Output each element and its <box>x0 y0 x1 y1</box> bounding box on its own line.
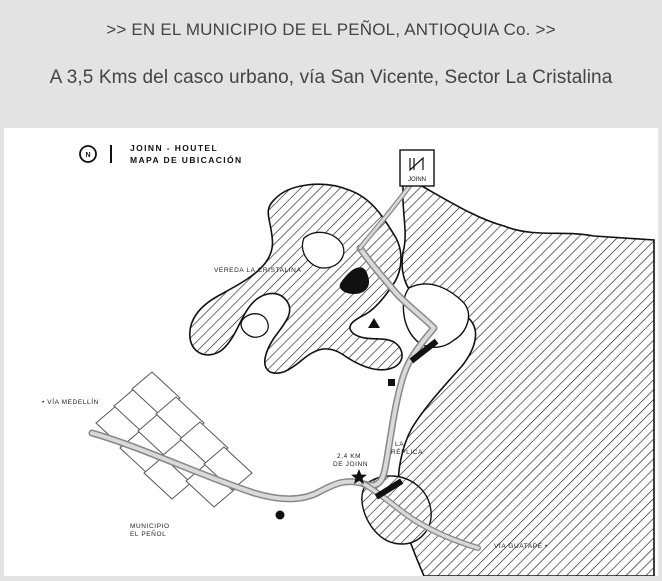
label-via-guatape: VÍA GUATAPÉ • <box>494 541 548 550</box>
bridge-south <box>374 478 404 500</box>
joinn-marker-label: JOINN <box>408 177 426 183</box>
square-marker-icon <box>388 379 395 386</box>
location-map[interactable]: JOINN N JOINN - HOUTEL MAPA DE UBICACIÓN… <box>4 128 658 577</box>
label-la-replica-2: RÉPLICA <box>391 447 423 456</box>
hatched-land-east <box>397 174 655 577</box>
island-1 <box>301 231 345 269</box>
label-municipio-2: EL PEÑOL <box>130 529 166 538</box>
header-banner: >> EN EL MUNICIPIO DE EL PEÑOL, ANTIOQUI… <box>0 0 662 126</box>
label-via-medellin: • VÍA MEDELLÍN <box>42 397 99 406</box>
joinn-logo-icon <box>409 156 424 172</box>
joinn-location[interactable] <box>339 267 370 294</box>
label-la-replica-1: LA <box>395 441 404 448</box>
el-penol-dot-icon <box>275 510 285 520</box>
triangle-marker-icon <box>368 318 380 328</box>
label-municipio-1: MUNICIPIO <box>130 523 170 530</box>
svg-text:N: N <box>85 152 90 159</box>
label-distance-1: 2,4 KM <box>337 453 361 460</box>
map-subtitle: MAPA DE UBICACIÓN <box>130 154 243 165</box>
label-distance-2: DE JOINN <box>333 461 368 468</box>
map-title: JOINN - HOUTEL <box>130 143 218 153</box>
header-subtitle: A 3,5 Kms del casco urbano, vía San Vice… <box>49 67 613 88</box>
title-divider <box>110 145 112 163</box>
star-marker-icon <box>351 469 367 484</box>
label-vereda: VEREDA LA CRISTALINA <box>214 267 301 274</box>
header-title: >> EN EL MUNICIPIO DE EL PEÑOL, ANTIOQUI… <box>106 20 556 39</box>
compass-icon: N <box>79 145 97 163</box>
main-road-fill <box>90 246 436 501</box>
access-road-fill <box>358 178 416 250</box>
joinn-marker[interactable]: JOINN <box>399 149 435 187</box>
island-2 <box>240 313 269 338</box>
map-canvas: JOINN N JOINN - HOUTEL MAPA DE UBICACIÓN… <box>42 143 655 577</box>
hatched-land-west <box>189 183 403 375</box>
bridge-north <box>409 338 439 364</box>
lagoon-shape <box>402 283 470 348</box>
